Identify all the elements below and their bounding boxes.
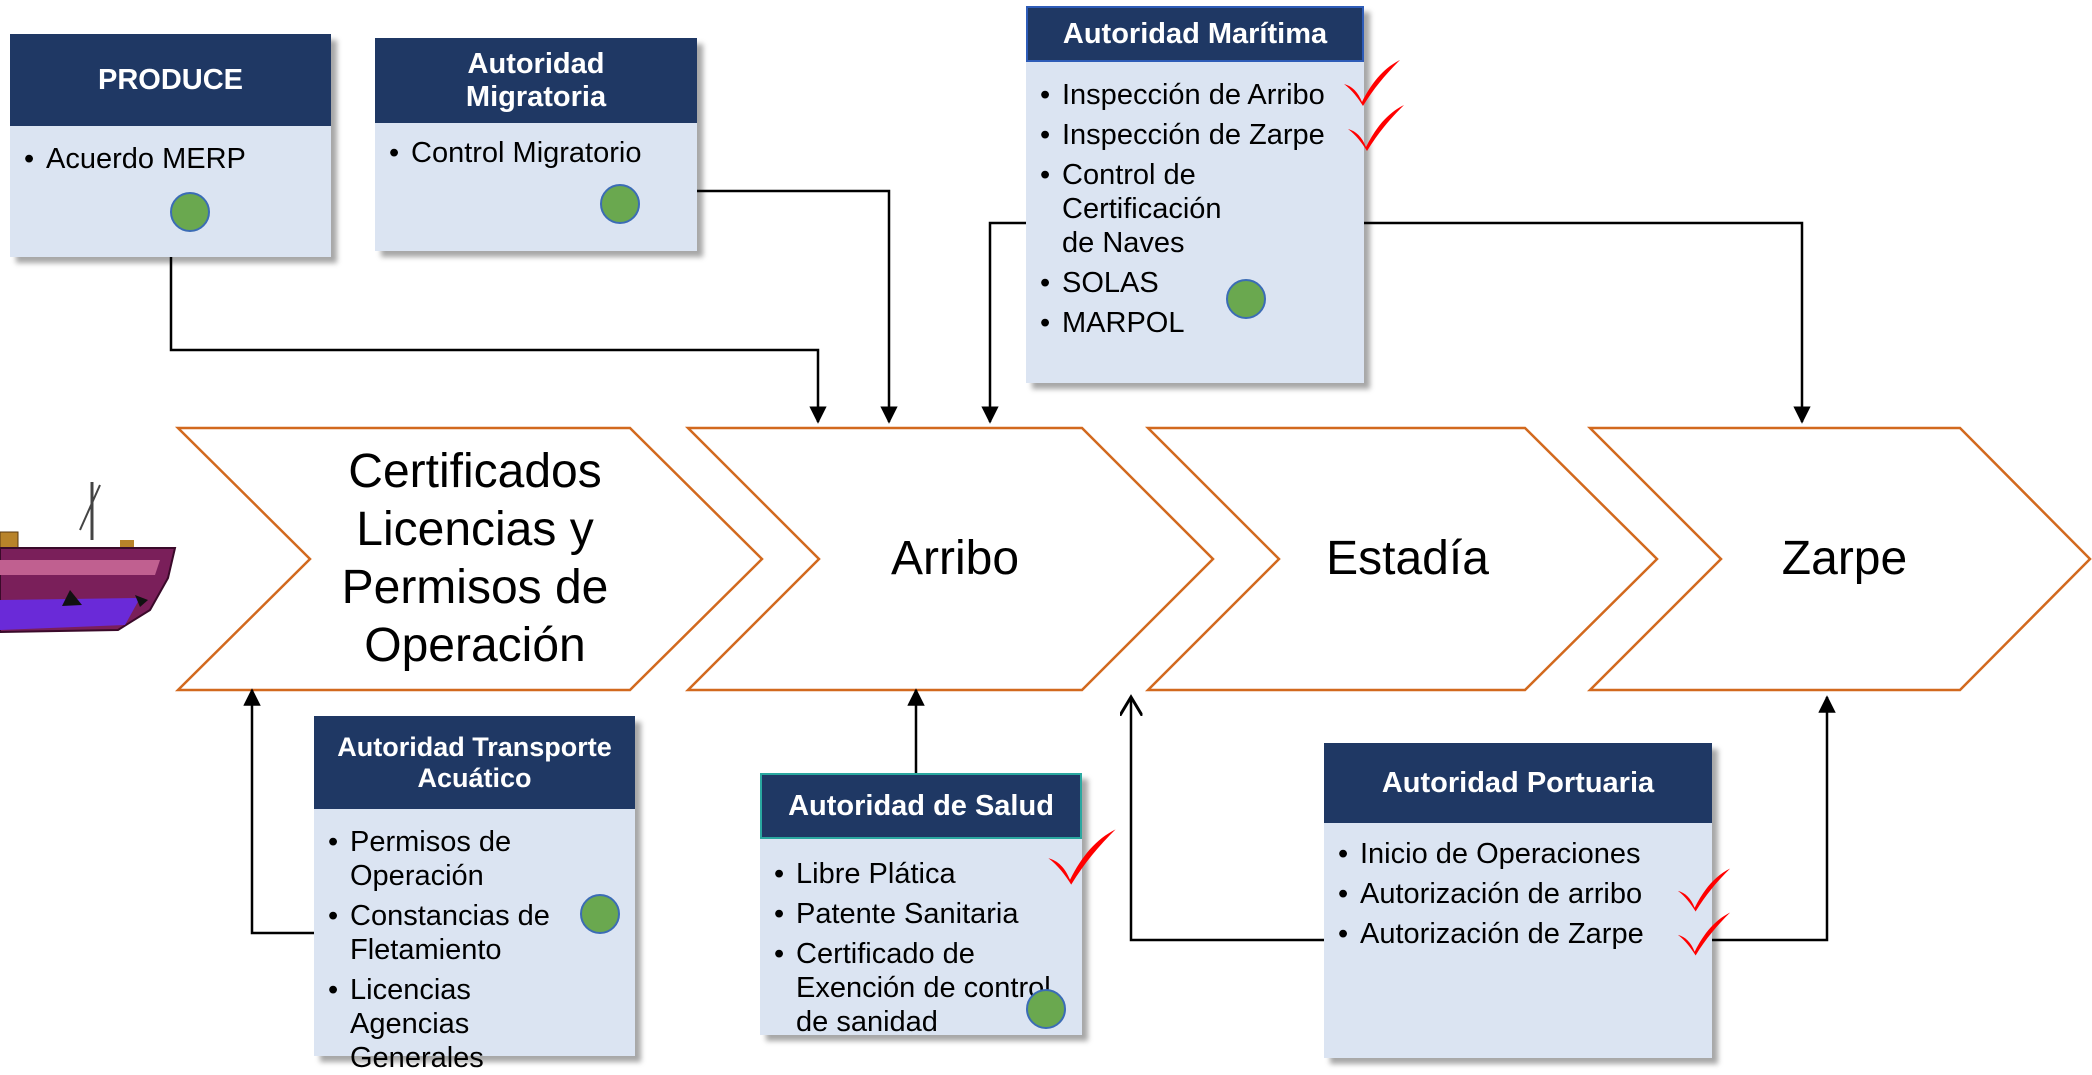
maritima-box: Autoridad Marítima Inspección de Arribo … [1026,6,1364,383]
salud-box: Autoridad de Salud Libre Plática Patente… [760,773,1082,1038]
portuaria-list: Inicio de Operaciones Autorización de ar… [1324,823,1712,951]
connector-maritima-arribo [981,221,1026,424]
connector-transporte-certificados [243,688,314,935]
chevron-zarpe [1586,426,2092,692]
maritima-title: Autoridad Marítima [1026,6,1364,62]
list-item: Inspección de Zarpe [1026,118,1326,152]
ship-icon [0,482,177,634]
migratoria-title: Autoridad Migratoria [375,38,697,123]
list-item: Autorización de Zarpe [1324,917,1712,951]
status-dot-icon [600,184,640,224]
stage-label-zarpe: Zarpe [1781,532,1908,585]
salud-list: Libre Plática Patente Sanitaria Certific… [760,839,1080,1039]
connector-migratoria-arribo [697,189,898,424]
connector-portuaria-zarpe [1712,695,1836,942]
portuaria-box: Autoridad Portuaria Inicio de Operacione… [1324,743,1712,1058]
transporte-box: Autoridad Transporte Acuático Permisos d… [314,716,635,1074]
maritima-list: Inspección de Arribo Inspección de Zarpe… [1026,62,1326,340]
list-item: MARPOL [1026,306,1326,340]
status-dot-icon [170,192,210,232]
list-item: SOLAS [1026,266,1326,300]
list-item: Certificado de Exención de control de sa… [760,937,1080,1039]
migratoria-list: Control Migratorio [375,123,697,170]
list-item: Inspección de Arribo [1026,78,1326,112]
transporte-list: Permisos de Operación Constancias de Fle… [314,809,564,1075]
produce-list: Acuerdo MERP [10,126,331,176]
list-item: Patente Sanitaria [760,897,1080,931]
salud-title: Autoridad de Salud [760,773,1082,839]
list-item: Control Migratorio [375,136,697,170]
list-item: Control de Certificación de Naves [1026,158,1326,260]
status-dot-icon [1226,279,1266,319]
stage-label-certificados: Certificados Licencias y Permisos de Ope… [341,445,609,672]
status-dot-icon [1026,989,1066,1029]
checkmark-icon [1677,912,1731,956]
status-dot-icon [580,894,620,934]
chevron-certificados [174,426,764,692]
list-item: Libre Plática [760,857,1080,891]
checkmark-icon [1344,60,1400,106]
connector-maritima-zarpe [1364,221,1811,424]
connector-produce-arribo [169,257,827,424]
transporte-title: Autoridad Transporte Acuático [314,716,635,809]
migratoria-box: Autoridad Migratoria Control Migratorio [375,38,697,251]
checkmark-icon [1348,105,1404,151]
portuaria-title: Autoridad Portuaria [1324,743,1712,823]
list-item: Permisos de Operación [314,825,564,893]
stage-label-arribo: Arribo [890,532,1020,585]
list-item: Inicio de Operaciones [1324,837,1712,871]
chevron-estadia [1144,426,1659,692]
list-item: Constancias de Fletamiento [314,899,564,967]
list-item: Acuerdo MERP [10,142,331,176]
produce-box: PRODUCE Acuerdo MERP [10,34,331,257]
list-item: Autorización de arribo [1324,877,1712,911]
stage-label-estadia: Estadía [1326,532,1489,585]
connector-portuaria-estadia [1131,697,1324,942]
checkmark-icon [1048,829,1116,885]
produce-title: PRODUCE [10,34,331,126]
list-item: Licencias Agencias Generales [314,973,564,1075]
chevron-arribo [684,426,1215,692]
checkmark-icon [1677,868,1731,912]
